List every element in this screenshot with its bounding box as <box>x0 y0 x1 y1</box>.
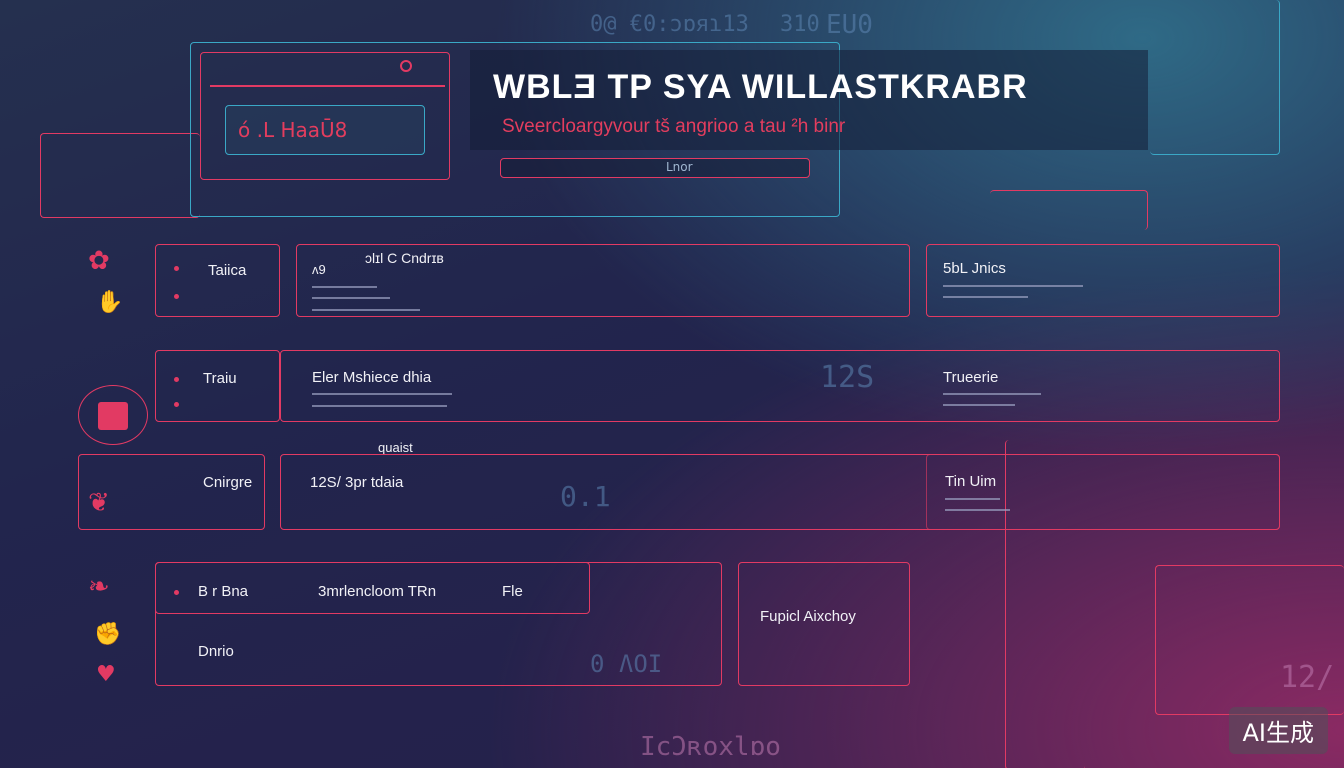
circuit-line <box>1155 565 1344 715</box>
background-digits: 0@ €0:ɔɒᴙɿ13 <box>590 12 749 37</box>
row-text <box>945 498 1000 500</box>
chat-icon <box>98 402 128 430</box>
row-right-cell[interactable] <box>926 454 1280 530</box>
bullet <box>174 266 179 271</box>
page-subtitle: Sveercloargyvour tš angrioo a tau ²h bin… <box>502 116 846 137</box>
row-label: Taiica <box>208 262 247 279</box>
row-label: Cnirgre <box>203 474 253 491</box>
row-text <box>312 286 377 288</box>
row-label: Traiu <box>203 370 237 387</box>
bullet <box>174 402 179 407</box>
figure-icon: ❧ <box>88 572 110 602</box>
bullet <box>174 590 179 595</box>
circuit-line <box>990 190 1148 230</box>
row-text <box>943 393 1041 395</box>
row-right-label: Fupicl Aixchoy <box>760 608 856 625</box>
header-bar <box>470 50 1148 150</box>
row-text <box>312 309 420 311</box>
file-label[interactable]: Fle <box>502 583 523 600</box>
row-text <box>943 285 1083 287</box>
row-text <box>943 404 1015 406</box>
circuit-line <box>40 133 200 218</box>
row-right-cell[interactable] <box>926 244 1280 317</box>
row-side-cell[interactable] <box>78 454 265 530</box>
divider <box>210 85 445 89</box>
panel-display <box>225 105 425 155</box>
row-heading: Eler Mshiece dhia <box>312 369 432 386</box>
row-heading: ɔlɪl C Cndrɪʙ <box>365 250 444 266</box>
section-label: quaist <box>378 440 413 455</box>
figure-icon: ❦ <box>88 488 110 518</box>
row-label: B r Bna <box>198 583 249 600</box>
row-right-label: Trueerie <box>943 369 999 386</box>
row-subtitle: ʌ9 <box>312 262 326 277</box>
bullet <box>174 377 179 382</box>
heart-icon: ♥ <box>96 662 116 687</box>
background-digits: 12/ <box>1280 660 1335 695</box>
hand-icon: ✋ <box>96 290 124 315</box>
search-input[interactable]: Lnor <box>500 158 810 178</box>
record-icon[interactable] <box>400 60 412 72</box>
search-placeholder: Lnor <box>666 160 693 174</box>
circuit-line <box>1150 0 1280 155</box>
row-text <box>945 509 1010 511</box>
row-side-cell[interactable] <box>155 244 280 317</box>
row-heading: 3mrlencloom TRn <box>318 583 437 600</box>
circuit-line <box>1005 440 1085 768</box>
row-text <box>943 296 1028 298</box>
row-text <box>312 297 390 299</box>
figure-icon: ✿ <box>88 246 110 276</box>
background-digits: 0.1 <box>560 480 611 513</box>
background-digits: 12S <box>820 360 875 395</box>
row-side-cell[interactable] <box>155 350 280 422</box>
row-right-cell[interactable] <box>738 562 910 686</box>
bullet <box>174 294 179 299</box>
row-sub-cell[interactable] <box>155 562 590 614</box>
row-heading: 12S/ 3pr tdaia <box>310 474 404 491</box>
row-main-cell[interactable] <box>280 350 1280 422</box>
row-text <box>312 405 447 407</box>
avatar[interactable] <box>78 385 148 445</box>
row-right-label: 5bL Jnics <box>943 260 1006 277</box>
row-right-label: Tin Uim <box>945 473 997 490</box>
background-digits: 0 ɅOI <box>590 650 663 678</box>
background-digits: 310 <box>780 12 820 37</box>
background-digits: IcƆʀoxlɒo <box>640 732 781 762</box>
page-title: WBLƎ TP SYA WILLASTKRABR <box>493 68 1028 106</box>
row-label: Dnrio <box>198 643 234 660</box>
hand-icon: ✊ <box>94 622 122 647</box>
header-panel <box>200 52 450 180</box>
background-digits: EU0 <box>826 10 873 40</box>
row-main-cell[interactable] <box>296 244 910 317</box>
panel-label: ó .L HaaŪ8 <box>238 118 348 142</box>
watermark: AI生成 <box>1228 707 1328 754</box>
row-text <box>312 393 452 395</box>
